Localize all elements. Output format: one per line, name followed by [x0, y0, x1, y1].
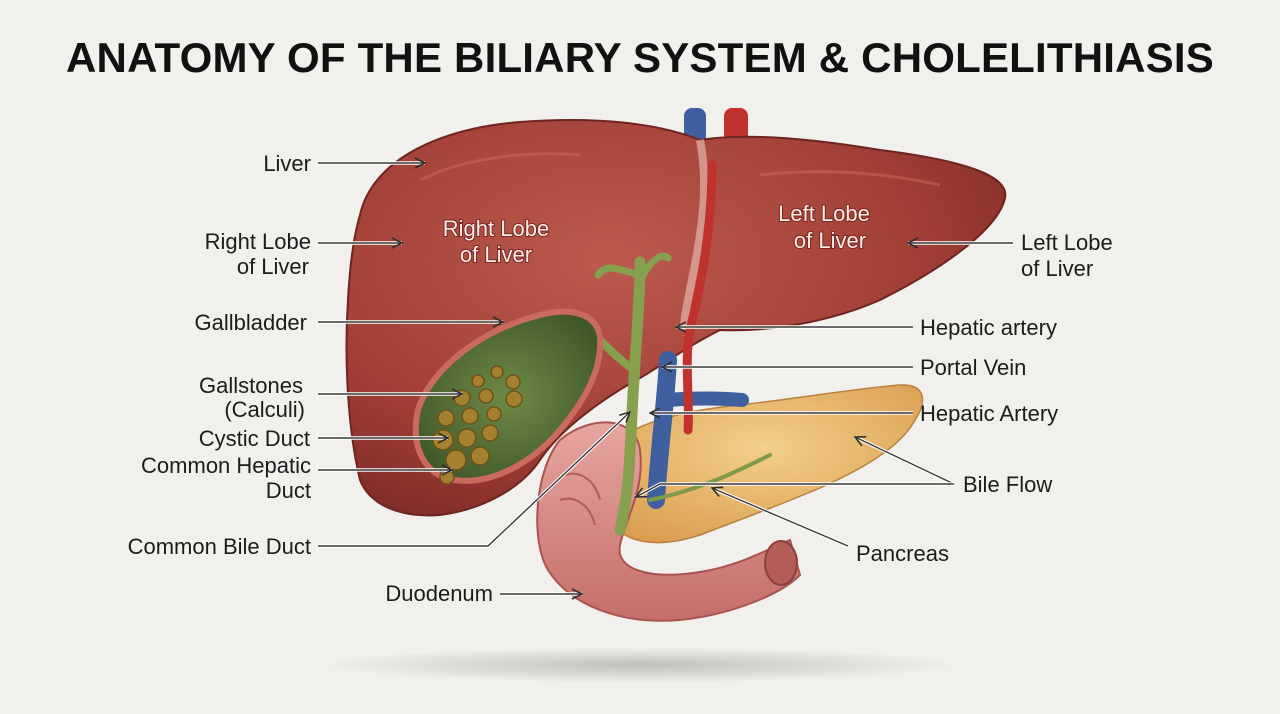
bile-ducts-shape: [594, 252, 772, 536]
label-left-lobe-line2: of Liver: [1021, 256, 1093, 281]
ground-shadow: [320, 647, 960, 683]
right-lobe-inner-label: Right Lobe of Liver: [442, 215, 550, 268]
portal-vein-shape: [647, 351, 677, 509]
duodenum-shape: [536, 421, 802, 622]
label-hepatic-artery-2: Hepatic Artery: [920, 401, 1058, 426]
label-pancreas: Pancreas: [856, 541, 949, 566]
leader-lines: [318, 163, 1013, 594]
label-liver: Liver: [263, 151, 311, 176]
label-right-lobe-line2: of Liver: [237, 254, 309, 279]
hepatic-artery-shape: [682, 160, 717, 435]
label-common-hepatic-duct-line1: Common Hepatic: [141, 453, 311, 478]
left-lobe-inner-label: Left Lobe of Liver: [777, 200, 871, 254]
label-duodenum: Duodenum: [385, 581, 493, 606]
label-hepatic-artery-1: Hepatic artery: [920, 315, 1057, 340]
left-lobe-inner-line1: Left Lobe: [778, 201, 870, 226]
label-gallstones-line1: Gallstones: [199, 373, 303, 398]
label-gallstones-line2: (Calculi): [224, 397, 305, 422]
label-portal-vein: Portal Vein: [920, 355, 1026, 380]
label-left-lobe-line1: Left Lobe: [1021, 230, 1113, 255]
label-common-bile-duct: Common Bile Duct: [128, 534, 311, 559]
right-lobe-inner-line1: Right Lobe: [443, 216, 549, 241]
right-lobe-inner-line2: of Liver: [460, 242, 532, 267]
label-gallbladder: Gallbladder: [194, 310, 307, 335]
label-bile-flow: Bile Flow: [963, 472, 1052, 497]
label-cystic-duct: Cystic Duct: [199, 426, 310, 451]
left-lobe-inner-line2: of Liver: [794, 228, 866, 253]
label-common-hepatic-duct-line2: Duct: [266, 478, 311, 503]
page-title: ANATOMY OF THE BILIARY SYSTEM & CHOLELIT…: [66, 34, 1214, 81]
label-right-lobe-line1: Right Lobe: [205, 229, 311, 254]
